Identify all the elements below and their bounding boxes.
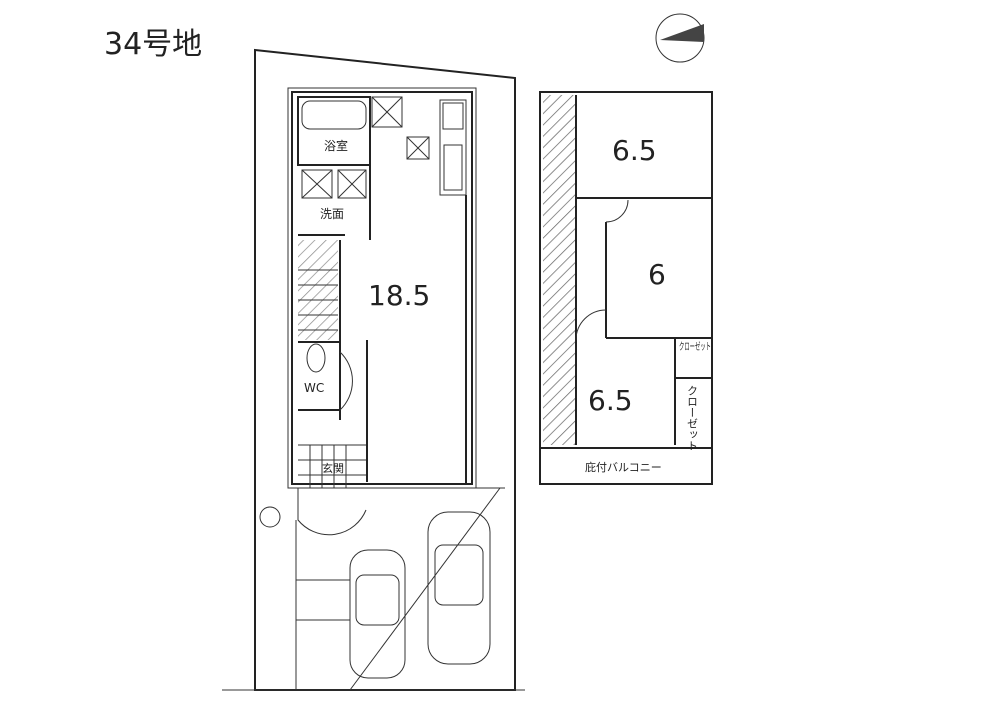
- first-floor-plan: 浴室 洗面 18.5 WC 玄関: [287, 87, 477, 536]
- second-floor-plan: 6.5 6 6.5 クローゼット クローゼット 庇付バルコニー: [539, 91, 713, 485]
- room-label-south: 6.5: [588, 384, 633, 417]
- tree-icon: [259, 506, 281, 528]
- room-label-north: 6.5: [612, 134, 657, 167]
- room-label-toilet: WC: [304, 381, 324, 395]
- room-label-washroom: 洗面: [320, 207, 344, 221]
- lot-title: 34号地: [104, 27, 202, 62]
- balcony-label: 庇付バルコニー: [585, 460, 662, 474]
- room-label-ldk: 18.5: [368, 279, 430, 312]
- car-icon: [427, 511, 491, 665]
- compass-icon: [655, 13, 705, 63]
- closet-small-label: クローゼット: [679, 341, 711, 353]
- parking-area: [259, 487, 505, 691]
- car-icon: [349, 549, 406, 679]
- closet-large-label: クローゼット: [686, 385, 699, 451]
- room-label-middle: 6: [648, 258, 666, 291]
- room-label-entrance: 玄関: [322, 461, 344, 475]
- room-label-bathroom: 浴室: [324, 138, 348, 153]
